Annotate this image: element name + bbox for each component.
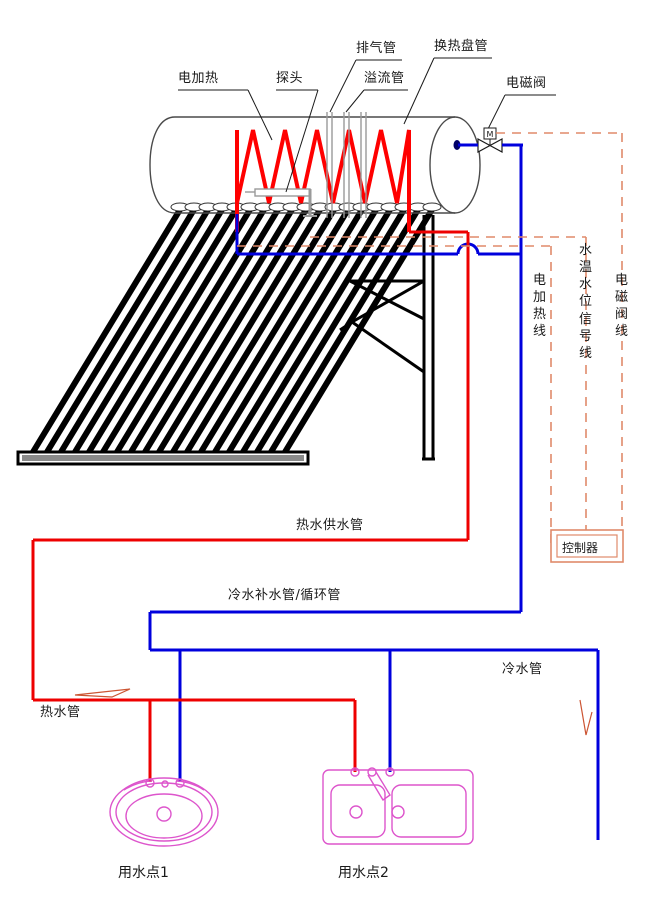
- label-electric-heating-wire: 电加热线: [532, 273, 546, 340]
- label-leader-lines: [178, 57, 556, 193]
- flow-direction-arrows: [74, 688, 593, 736]
- label-probe: 探头: [276, 71, 304, 86]
- label-heat-exchange-coil: 换热盘管: [434, 39, 489, 54]
- label-solenoid-valve: 电磁阀: [506, 76, 547, 91]
- label-hot-water-pipe: 热水管: [40, 705, 81, 720]
- hot-water-piping: [31, 230, 470, 782]
- tank-inlet-nozzle: [453, 140, 461, 150]
- label-cold-water-pipe: 冷水管: [502, 662, 543, 677]
- exhaust-and-overflow-pipes: [326, 112, 367, 218]
- temperature-probe: [245, 188, 317, 217]
- fixture-oval-basin[interactable]: [109, 777, 219, 847]
- label-overflow-pipe: 溢流管: [364, 71, 405, 86]
- label-water-temp-level-signal-wire: 水温水位信号线: [578, 243, 592, 361]
- vacuum-tube-collector-array: [16, 202, 442, 466]
- label-fixture-1: 用水点1: [118, 865, 169, 881]
- label-controller: 控制器: [562, 541, 599, 555]
- controller-box[interactable]: [550, 529, 624, 563]
- label-exhaust-pipe: 排气管: [356, 41, 397, 56]
- cold-water-piping: [148, 143, 600, 840]
- support-frame: [339, 215, 435, 461]
- label-fixture-2: 用水点2: [338, 865, 389, 881]
- collector-base-rail: [16, 450, 310, 466]
- label-hot-water-supply-pipe: 热水供水管: [296, 518, 364, 533]
- svg-text:M: M: [487, 130, 494, 139]
- label-solenoid-valve-wire: 电磁阀线: [614, 273, 628, 340]
- label-electric-heating: 电加热: [178, 71, 219, 86]
- fixture-double-sink[interactable]: [322, 767, 474, 845]
- label-cold-makeup-circulation-pipe: 冷水补水管/循环管: [228, 588, 341, 603]
- solenoid-valve-symbol[interactable]: M: [477, 127, 503, 154]
